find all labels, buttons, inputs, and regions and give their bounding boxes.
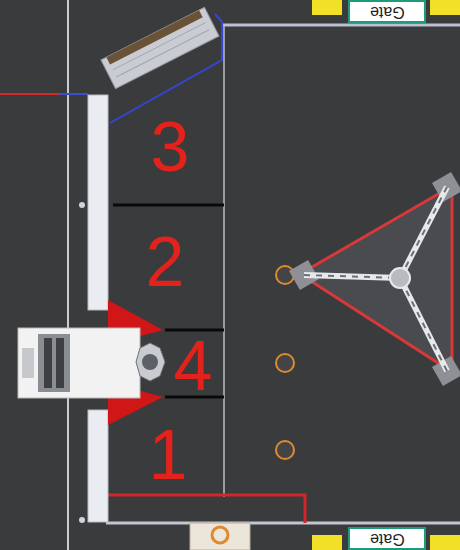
zone-number: 4 [174, 331, 213, 401]
gate-label: Gate [370, 4, 405, 20]
wall-peg [79, 517, 85, 523]
gate-post [312, 0, 342, 15]
field-line [222, 24, 460, 27]
field-fixture [212, 527, 228, 543]
gate-post [430, 0, 460, 15]
zone-outline [108, 495, 305, 523]
gate-post [430, 535, 460, 550]
zone-number: 3 [151, 112, 190, 182]
gate-sign: Gate [348, 0, 426, 23]
center-structure [289, 172, 460, 386]
field-marker [276, 441, 294, 459]
zone-number: 1 [149, 420, 188, 490]
robot [18, 328, 165, 398]
gate-label: Gate [370, 531, 405, 547]
wall-peg [79, 202, 85, 208]
field-marker [276, 354, 294, 372]
alliance-line [0, 93, 60, 95]
field-line [223, 25, 225, 497]
field-line [106, 522, 460, 525]
field-wall [88, 410, 108, 522]
alliance-line [60, 93, 88, 95]
gate-post [312, 535, 342, 550]
ramp [101, 7, 219, 88]
zone-divider [113, 204, 224, 207]
gate-sign: Gate [348, 527, 426, 550]
field-wall [88, 95, 108, 310]
field-fixture [190, 523, 250, 550]
zone-number: 2 [146, 227, 185, 297]
field-line [67, 0, 69, 550]
